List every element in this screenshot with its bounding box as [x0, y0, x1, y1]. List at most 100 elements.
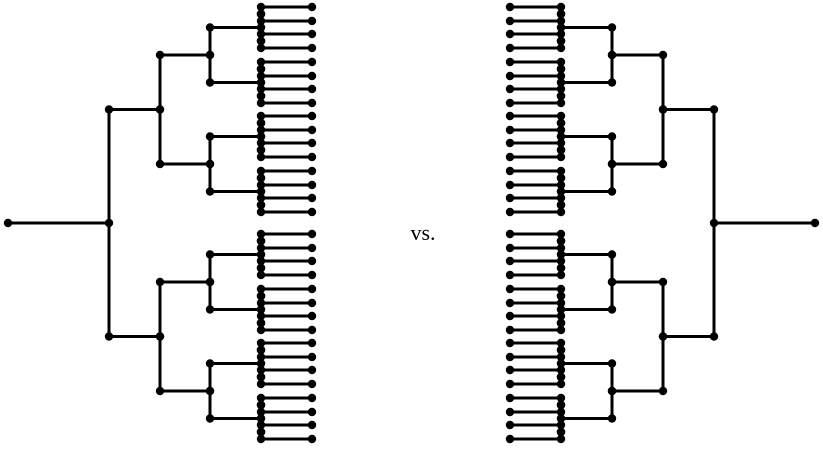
left-match-node	[256, 132, 266, 141]
left-junction-node	[155, 50, 165, 60]
left-entrant-node	[307, 311, 317, 321]
left-junction-node	[256, 145, 266, 155]
left-junction-node	[256, 111, 266, 121]
right-match-node	[556, 187, 566, 196]
right-entrant-node	[505, 284, 515, 294]
right-entrant-node	[505, 207, 515, 217]
left-entrant-node	[307, 229, 317, 239]
left-junction-node	[256, 229, 266, 239]
left-entrant-node	[307, 138, 317, 148]
left-junction-node	[256, 118, 266, 128]
right-match-node	[658, 332, 668, 341]
left-junction-node	[256, 207, 266, 217]
right-entrant-node	[505, 393, 515, 403]
right-junction-node	[556, 372, 566, 382]
right-junction-node	[556, 270, 566, 280]
right-entrant-node	[505, 111, 515, 121]
left-entrant-node	[307, 352, 317, 362]
right-entrant-node	[505, 311, 515, 321]
left-junction-node	[256, 427, 266, 437]
right-junction-node	[709, 332, 719, 341]
left-entrant-node	[307, 193, 317, 203]
right-entrant-node	[505, 98, 515, 108]
left-junction-node	[256, 9, 266, 19]
left-entrant-node	[307, 180, 317, 190]
left-junction-node	[104, 105, 114, 114]
left-junction-node	[256, 291, 266, 301]
right-entrant-node	[505, 71, 515, 81]
right-junction-node	[556, 338, 566, 348]
right-junction-node	[556, 9, 566, 19]
right-entrant-node	[505, 325, 515, 335]
left-junction-node	[256, 372, 266, 382]
right-match-node	[556, 414, 566, 423]
left-junction-node	[256, 325, 266, 335]
left-junction-node	[205, 359, 215, 368]
left-junction-node	[256, 338, 266, 348]
right-junction-node	[607, 132, 617, 141]
right-junction-node	[556, 145, 566, 155]
left-junction-node	[256, 64, 266, 74]
left-junction-node	[256, 284, 266, 294]
right-entrant-node	[505, 152, 515, 162]
left-junction-node	[155, 277, 165, 287]
left-junction-node	[205, 414, 215, 423]
right-junction-node	[556, 318, 566, 328]
left-entrant-node	[307, 298, 317, 308]
right-entrant-node	[505, 270, 515, 280]
left-match-node	[205, 50, 215, 60]
right-junction-node	[556, 36, 566, 46]
right-junction-node	[556, 427, 566, 437]
right-junction-node	[607, 78, 617, 87]
right-junction-node	[556, 207, 566, 217]
left-entrant-node	[307, 256, 317, 266]
left-junction-node	[256, 152, 266, 162]
right-entrant-node	[505, 125, 515, 135]
left-entrant-node	[307, 125, 317, 135]
left-match-node	[256, 78, 266, 87]
right-entrant-node	[505, 256, 515, 266]
right-junction-node	[709, 105, 719, 114]
right-junction-node	[556, 400, 566, 410]
right-junction-node	[607, 359, 617, 368]
left-entrant-node	[307, 325, 317, 335]
left-match-node	[155, 105, 165, 114]
right-match-node	[556, 23, 566, 32]
left-match-node	[256, 414, 266, 423]
left-match-node	[256, 23, 266, 32]
left-junction-node	[256, 263, 266, 273]
right-entrant-node	[505, 379, 515, 389]
left-entrant-node	[307, 434, 317, 444]
right-junction-node	[556, 291, 566, 301]
left-junction-node	[256, 318, 266, 328]
left-entrant-node	[307, 284, 317, 294]
right-junction-node	[556, 393, 566, 403]
left-junction-node	[256, 2, 266, 12]
right-junction-node	[607, 187, 617, 196]
right-entrant-node	[505, 84, 515, 94]
right-junction-node	[556, 43, 566, 53]
left-entrant-node	[307, 393, 317, 403]
right-entrant-node	[505, 434, 515, 444]
right-entrant-node	[505, 43, 515, 53]
left-junction-node	[256, 36, 266, 46]
left-junction-node	[256, 43, 266, 53]
left-entrant-node	[307, 111, 317, 121]
left-junction-node	[256, 434, 266, 444]
right-match-node	[556, 132, 566, 141]
right-entrant-node	[505, 29, 515, 39]
left-entrant-node	[307, 16, 317, 26]
left-junction-node	[205, 187, 215, 196]
right-entrant-node	[505, 2, 515, 12]
right-entrant-node	[505, 138, 515, 148]
right-junction-node	[556, 263, 566, 273]
right-junction-node	[607, 23, 617, 32]
left-match-node	[205, 386, 215, 396]
left-entrant-node	[307, 407, 317, 417]
right-junction-node	[556, 236, 566, 246]
right-junction-node	[556, 111, 566, 121]
right-junction-node	[556, 325, 566, 335]
right-junction-node	[556, 434, 566, 444]
left-junction-node	[256, 236, 266, 246]
left-match-node	[256, 187, 266, 196]
